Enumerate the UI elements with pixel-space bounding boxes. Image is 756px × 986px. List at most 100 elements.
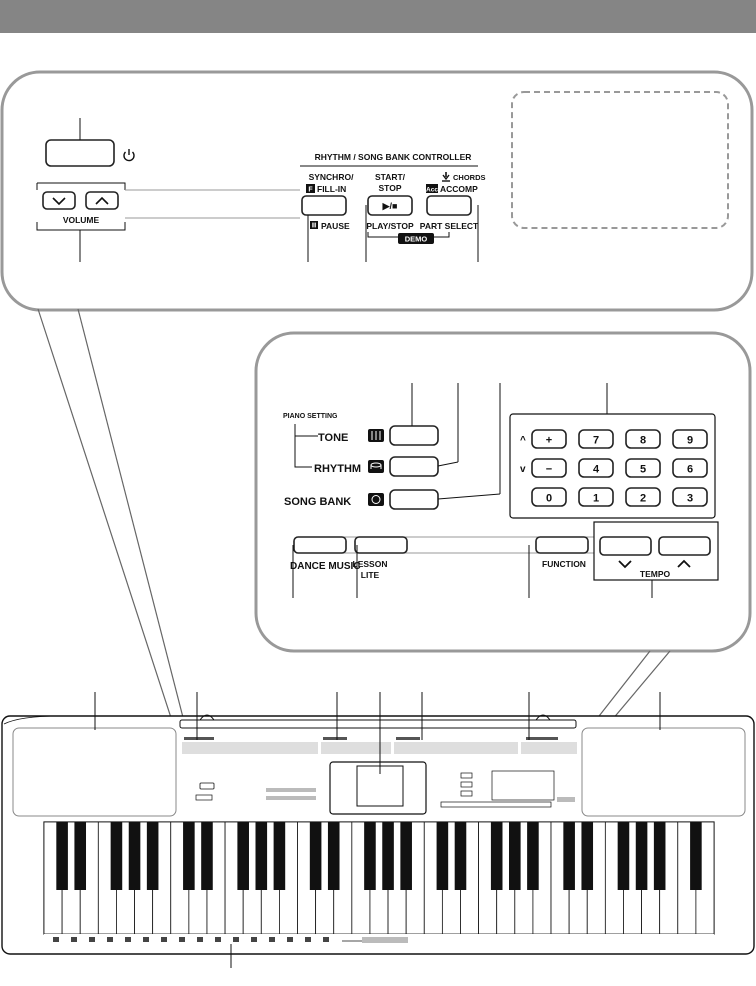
- black-key[interactable]: [617, 822, 630, 890]
- black-key[interactable]: [635, 822, 648, 890]
- play-stop-label: PLAY/STOP: [366, 221, 414, 231]
- volume-down-button[interactable]: [42, 191, 76, 210]
- key-label-mark: [89, 937, 95, 942]
- part-select-label: PART SELECT: [420, 221, 479, 231]
- chevron-up-icon: [677, 559, 691, 568]
- section-header-bar: [0, 0, 756, 33]
- volume-label: VOLUME: [63, 215, 100, 225]
- keypad-key[interactable]: [672, 487, 708, 507]
- black-key[interactable]: [382, 822, 394, 890]
- tone-label: TONE: [318, 432, 348, 444]
- tempo-up-button[interactable]: [658, 536, 711, 556]
- dance-music-key-labels: [53, 937, 329, 942]
- drum-icon: [368, 460, 384, 473]
- keypad-key[interactable]: [578, 429, 614, 449]
- function-label: FUNCTION: [542, 559, 586, 569]
- middle-callout-panel: PIANO SETTING TONE RHYTHM SONG BANK ^ v …: [254, 331, 752, 653]
- start-stop-button[interactable]: [367, 195, 413, 216]
- black-key[interactable]: [255, 822, 268, 890]
- keypad-key[interactable]: [625, 458, 661, 478]
- keyboard-leader-lines: [94, 692, 661, 968]
- black-key[interactable]: [364, 822, 376, 890]
- synchro-label-line1: SYNCHRO/: [309, 172, 355, 182]
- black-key[interactable]: [201, 822, 213, 890]
- chords-icon: [442, 172, 450, 182]
- black-key[interactable]: [110, 822, 123, 890]
- svg-text:Acc: Acc: [426, 187, 438, 194]
- song-bank-button[interactable]: [389, 489, 439, 510]
- keypad-key[interactable]: [672, 429, 708, 449]
- keypad-key[interactable]: [531, 429, 567, 449]
- keypad-key[interactable]: [531, 458, 567, 478]
- keypad-down-glyph: v: [520, 464, 526, 475]
- keypad-key[interactable]: [625, 429, 661, 449]
- synchro-label-line2: FILL-IN: [317, 184, 346, 194]
- power-button[interactable]: [45, 139, 115, 167]
- keypad-key-label: 5: [640, 464, 646, 476]
- key-label-mark: [251, 937, 257, 942]
- acc-badge: [426, 184, 438, 193]
- key-label-mark: [197, 937, 203, 942]
- key-label-mark: [161, 937, 167, 942]
- keypad-key-label: 9: [687, 435, 693, 447]
- song-bank-label: SONG BANK: [284, 496, 351, 508]
- keypad-key-label: 2: [640, 493, 646, 505]
- rhythm-button[interactable]: [389, 456, 439, 477]
- black-key[interactable]: [128, 822, 141, 890]
- black-key[interactable]: [454, 822, 467, 890]
- keypad-key-label: 7: [593, 435, 599, 447]
- black-key[interactable]: [237, 822, 249, 890]
- keypad-key[interactable]: [672, 458, 708, 478]
- black-key[interactable]: [146, 822, 159, 890]
- black-key[interactable]: [400, 822, 412, 890]
- key-label-mark: [323, 937, 329, 942]
- accomp-label: ACCOMP: [440, 184, 478, 194]
- black-key[interactable]: [690, 822, 702, 890]
- demo-badge: [398, 233, 434, 244]
- black-key[interactable]: [309, 822, 322, 890]
- black-key[interactable]: [74, 822, 87, 890]
- keypad-key[interactable]: [578, 487, 614, 507]
- black-key[interactable]: [563, 822, 575, 890]
- key-label-mark: [125, 937, 131, 942]
- black-key[interactable]: [327, 822, 340, 890]
- top-callout-panel: VOLUME RHYTHM / SONG BANK CONTROLLER SYN…: [0, 70, 754, 312]
- black-key[interactable]: [653, 822, 666, 890]
- chevron-down-icon: [52, 197, 66, 206]
- accomp-button[interactable]: [426, 195, 472, 216]
- black-key[interactable]: [581, 822, 594, 890]
- dashed-placeholder-box: [511, 91, 729, 229]
- left-speaker: [12, 727, 177, 817]
- dance-music-button[interactable]: [293, 536, 347, 554]
- key-label-mark: [215, 937, 221, 942]
- keypad-key-label: 0: [546, 493, 552, 505]
- zoom-lines-top: [37, 308, 197, 771]
- black-key[interactable]: [273, 822, 286, 890]
- synchro-fill-in-button[interactable]: [301, 195, 347, 216]
- function-button[interactable]: [535, 536, 589, 554]
- tempo-down-button[interactable]: [599, 536, 652, 556]
- chevron-up-icon: [95, 196, 109, 205]
- black-key[interactable]: [56, 822, 68, 890]
- black-key[interactable]: [183, 822, 195, 890]
- tone-button[interactable]: [389, 425, 439, 446]
- svg-text:DEMO: DEMO: [405, 235, 428, 244]
- keypad-key-label: −: [546, 464, 552, 476]
- keypad-key[interactable]: [531, 487, 567, 507]
- rhythm-label: RHYTHM: [314, 463, 361, 475]
- pause-label: PAUSE: [321, 221, 350, 231]
- keypad-key[interactable]: [625, 487, 661, 507]
- black-key[interactable]: [490, 822, 503, 890]
- black-key[interactable]: [527, 822, 539, 890]
- black-key[interactable]: [509, 822, 521, 890]
- pause-icon: [310, 221, 318, 229]
- lesson-lite-button[interactable]: [354, 536, 408, 554]
- chords-label: CHORDS: [453, 173, 486, 182]
- keypad-key[interactable]: [578, 458, 614, 478]
- svg-text:F: F: [308, 187, 313, 194]
- start-stop-label-line1: START/: [375, 172, 406, 182]
- volume-up-button[interactable]: [85, 191, 119, 210]
- black-key[interactable]: [436, 822, 449, 890]
- key-label-mark: [53, 937, 59, 942]
